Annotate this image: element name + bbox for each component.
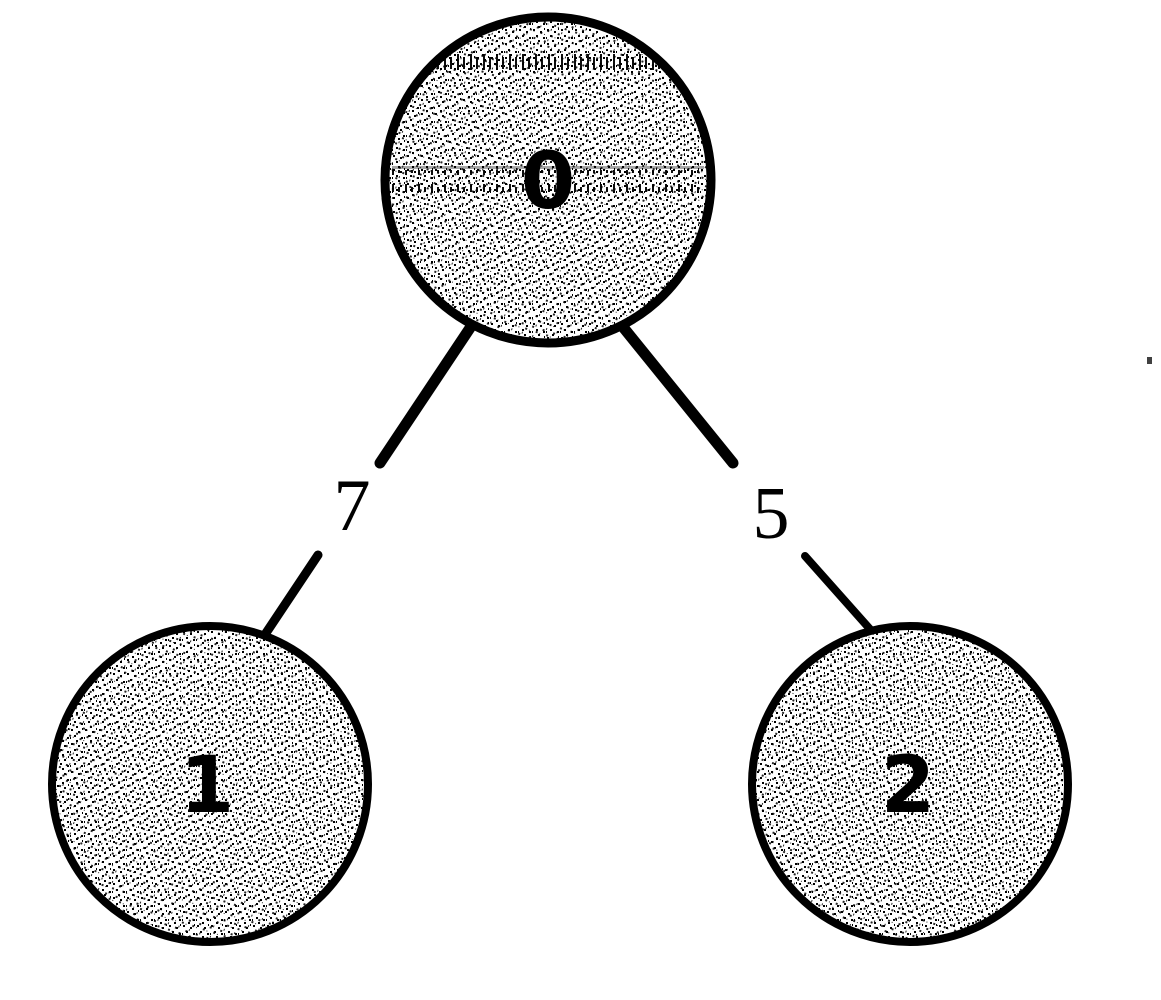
node-1-label: 1 (180, 741, 234, 831)
edge-0-2-segment-upper (617, 321, 739, 469)
node-2-label: 2 (881, 741, 935, 831)
edge-0-1[interactable]: 7 (257, 319, 478, 644)
edge-0-1-segment-upper (374, 319, 478, 469)
node-2[interactable]: 2 (748, 622, 1080, 952)
edge-0-2[interactable]: 5 (617, 321, 881, 641)
node-0-texture (388, 20, 708, 340)
node-0-label: 0 (521, 137, 575, 227)
edge-0-1-weight-label: 7 (334, 465, 371, 547)
scan-speck-artifact (1147, 357, 1152, 364)
node-2-texture (755, 629, 1065, 939)
edge-0-1-segment-lower (257, 550, 323, 644)
edge-0-2-weight-label: 5 (753, 473, 790, 555)
node-1-texture (55, 629, 365, 939)
edge-0-2-segment-lower (801, 552, 881, 641)
node-1[interactable]: 1 (48, 622, 380, 952)
node-0[interactable]: 0 (380, 12, 720, 352)
